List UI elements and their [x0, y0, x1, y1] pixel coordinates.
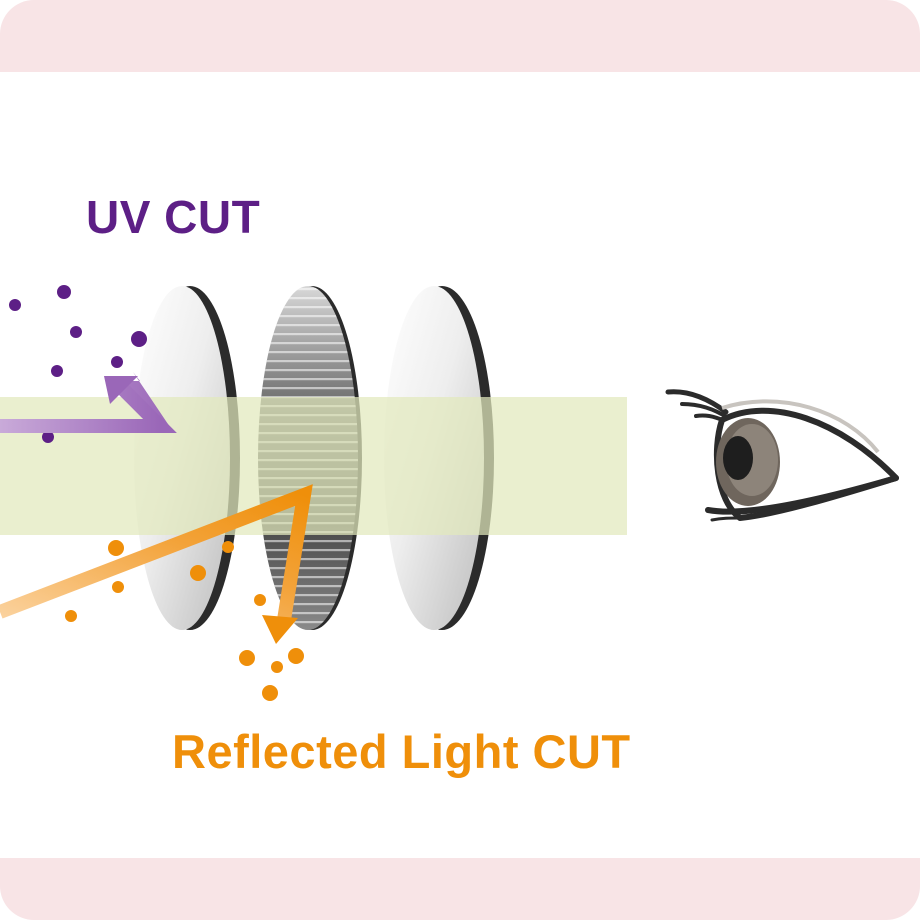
uv-arrow-shaft: [0, 379, 177, 433]
uv-arrow-head: [104, 376, 138, 404]
reflected-arrow-head: [262, 615, 298, 644]
eye-icon: [665, 389, 899, 522]
top-band: [0, 0, 920, 72]
uv-cut-label: UV CUT: [86, 191, 261, 243]
reflected-arrow-shaft: [0, 484, 313, 622]
reflected-light-cut-label: Reflected Light CUT: [172, 725, 631, 778]
bottom-band: [0, 858, 920, 920]
uv-particles: [9, 285, 147, 443]
light-beam: [0, 397, 627, 535]
reflected-particles: [65, 540, 304, 701]
